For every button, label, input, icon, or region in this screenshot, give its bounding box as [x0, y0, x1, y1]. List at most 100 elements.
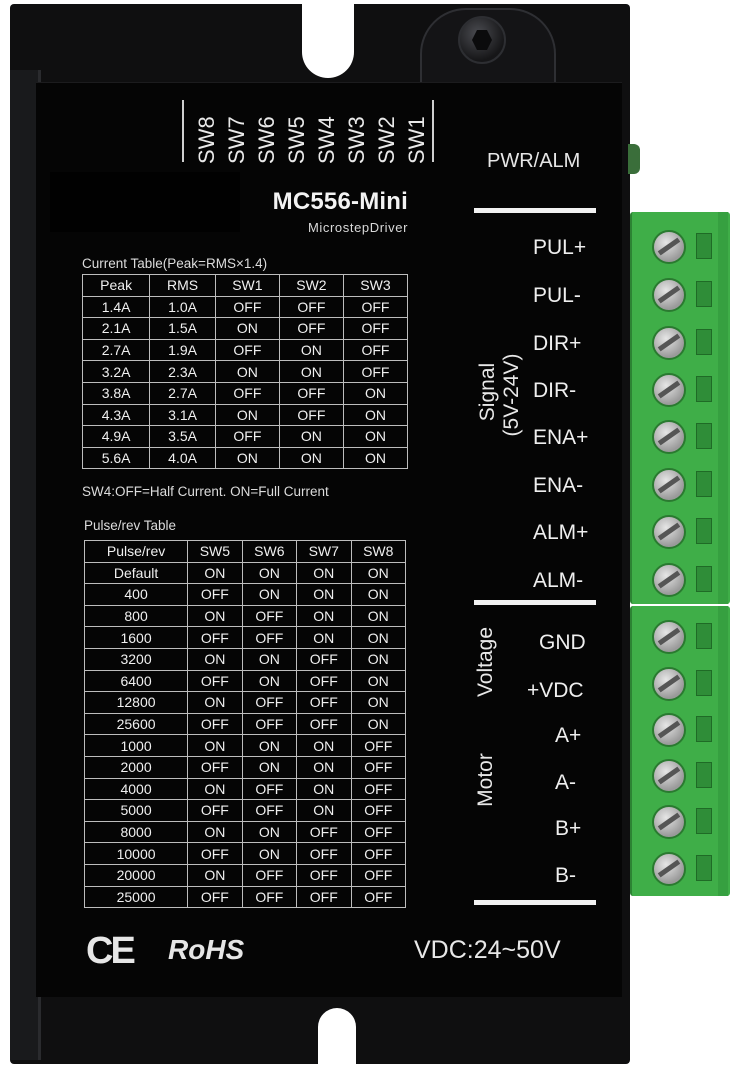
- table-cell: 12800: [83, 691, 189, 714]
- terminal-screw-icon[interactable]: [652, 278, 686, 312]
- terminal-screw-icon[interactable]: [652, 620, 686, 654]
- terminal-wire-slot[interactable]: [696, 376, 712, 402]
- terminal-wire-slot[interactable]: [696, 518, 712, 544]
- terminal-wire-slot[interactable]: [696, 566, 712, 592]
- terminal-screw-icon[interactable]: [652, 713, 686, 747]
- table-cell: ON: [241, 842, 298, 865]
- pin-label: B+: [555, 817, 582, 840]
- table-cell: 3200: [83, 647, 189, 671]
- table-cell: ON: [214, 403, 280, 427]
- terminal-screw-icon[interactable]: [652, 759, 686, 793]
- terminal-wire-slot[interactable]: [696, 423, 712, 449]
- table-cell: 2.7A: [149, 381, 216, 405]
- terminal-screw-icon[interactable]: [652, 515, 686, 549]
- terminal-screw-icon[interactable]: [652, 230, 686, 264]
- terminal-wire-slot[interactable]: [696, 762, 712, 788]
- table-cell: ON: [241, 561, 298, 585]
- table-cell: ON: [296, 777, 352, 801]
- table-cell: OFF: [278, 295, 344, 319]
- table-cell: OFF: [296, 647, 352, 671]
- terminal-screw-icon[interactable]: [652, 563, 686, 597]
- table-cell: ON: [241, 755, 298, 779]
- table-cell: 20000: [83, 863, 189, 887]
- motor-terminal-block: [630, 606, 730, 896]
- switch-label: SW7: [224, 116, 249, 164]
- table-cell: Default: [83, 561, 189, 585]
- table-cell: ON: [187, 777, 243, 801]
- table-cell: ON: [187, 820, 243, 844]
- table-cell: ON: [241, 734, 298, 757]
- current-table-caption: Current Table(Peak=RMS×1.4): [82, 256, 268, 271]
- table-cell: 4.9A: [81, 425, 151, 448]
- table-cell: OFF: [214, 425, 280, 448]
- table-cell: 1600: [83, 626, 189, 649]
- terminal-wire-slot[interactable]: [696, 808, 712, 834]
- table-cell: OFF: [187, 799, 243, 822]
- table-cell: 4.0A: [149, 446, 216, 470]
- table-cell: 2.1A: [81, 317, 151, 340]
- table-cell: 25600: [83, 712, 189, 736]
- table-cell: OFF: [241, 604, 298, 628]
- terminal-wire-slot[interactable]: [696, 281, 712, 307]
- signal-terminal-block: [630, 212, 730, 604]
- terminal-wire-slot[interactable]: [696, 329, 712, 355]
- pin-label: DIR-: [533, 379, 577, 402]
- table-cell: ON: [187, 604, 243, 628]
- terminal-wire-slot[interactable]: [696, 716, 712, 742]
- model-subtitle: MicrostepDriver: [307, 220, 408, 235]
- pin-label: GND: [539, 631, 586, 654]
- table-cell: OFF: [241, 777, 298, 801]
- switch-label: SW2: [374, 116, 399, 164]
- table-cell: OFF: [241, 712, 298, 736]
- table-cell: 400: [83, 583, 189, 606]
- terminal-wire-slot[interactable]: [696, 670, 712, 696]
- terminal-screw-icon[interactable]: [652, 852, 686, 886]
- table-cell: OFF: [350, 842, 406, 865]
- table-header-cell: SW2: [278, 274, 344, 297]
- table-cell: ON: [350, 561, 406, 585]
- switch-label: SW5: [284, 116, 309, 164]
- current-table-note: SW4:OFF=Half Current. ON=Full Current: [82, 484, 329, 499]
- terminal-wire-slot[interactable]: [696, 471, 712, 497]
- terminal-screw-icon[interactable]: [652, 373, 686, 407]
- terminal-wire-slot[interactable]: [696, 623, 712, 649]
- table-cell: 1.4A: [81, 295, 151, 319]
- table-cell: OFF: [350, 863, 406, 887]
- terminal-wire-slot[interactable]: [696, 233, 712, 259]
- terminal-screw-icon[interactable]: [652, 326, 686, 360]
- table-cell: OFF: [296, 820, 352, 844]
- pin-label: B-: [555, 864, 576, 887]
- table-header-cell: Peak: [81, 274, 151, 297]
- table-cell: OFF: [350, 885, 406, 909]
- pin-label: +VDC: [527, 679, 584, 702]
- table-header-cell: Pulse/rev: [83, 540, 189, 563]
- terminal-screw-icon[interactable]: [652, 468, 686, 502]
- terminal-screw-icon[interactable]: [652, 667, 686, 701]
- terminal-screw-icon[interactable]: [652, 420, 686, 454]
- voltage-rating: VDC:24~50V: [414, 936, 561, 964]
- table-cell: OFF: [187, 626, 243, 649]
- table-cell: OFF: [296, 691, 352, 714]
- table-cell: OFF: [187, 669, 243, 693]
- switch-bracket-right: [432, 100, 434, 162]
- pin-label: DIR+: [533, 332, 582, 355]
- pulse-table-caption: Pulse/rev Table: [84, 518, 177, 533]
- table-cell: 4000: [83, 777, 189, 801]
- table-cell: ON: [278, 338, 344, 362]
- terminal-screw-icon[interactable]: [652, 805, 686, 839]
- signal-group-label: Signal: [476, 362, 499, 422]
- table-cell: ON: [187, 734, 243, 757]
- mounting-notch-top: [302, 0, 354, 78]
- terminal-wire-slot[interactable]: [696, 855, 712, 881]
